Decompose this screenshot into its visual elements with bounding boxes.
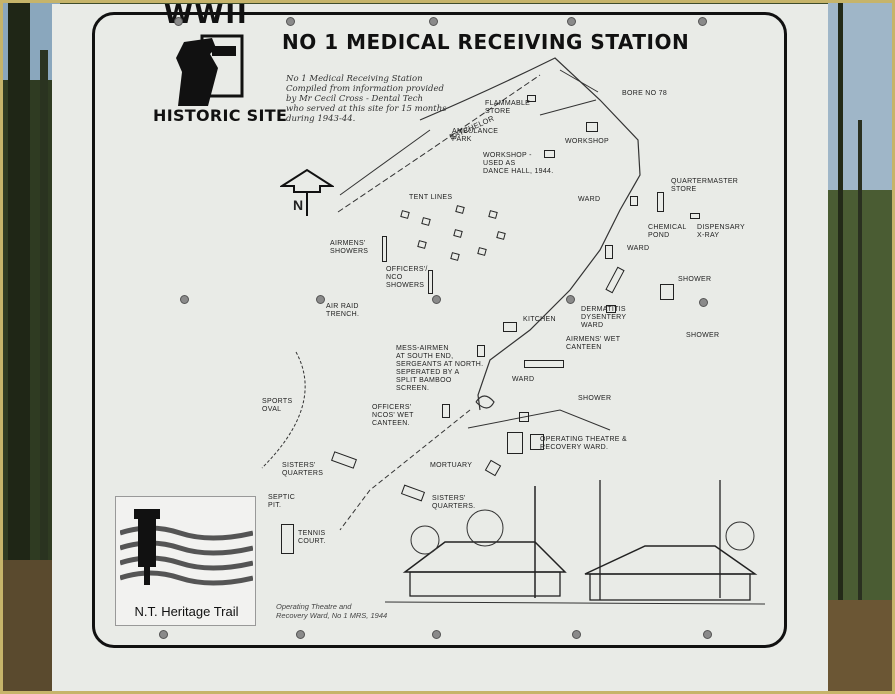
- north-arrow-icon: [280, 168, 334, 216]
- label-tent-lines: TENT LINES: [409, 194, 453, 201]
- building-theatre-3: [530, 434, 544, 450]
- building-flammable-store: [527, 95, 536, 102]
- building-mess: [477, 345, 485, 357]
- label-officers-wet-canteen: OFFICERS' NCOs' WET CANTEEN.: [372, 404, 414, 427]
- label-mortuary: MORTUARY: [430, 462, 473, 469]
- bolt: [286, 17, 295, 26]
- label-sisters-quarters-2: SISTERS' QUARTERS.: [432, 495, 476, 510]
- building-dermatitis-ward: [606, 305, 616, 313]
- building-workshop: [586, 122, 598, 132]
- building-ward-1: [630, 196, 638, 206]
- label-shower-3: SHOWER: [578, 395, 612, 402]
- building-dispensary: [690, 213, 700, 219]
- building-shower-1: [660, 284, 674, 300]
- label-quartermaster-store: QUARTERMASTER STORE: [671, 178, 739, 193]
- label-airmens-showers: AIRMENS' SHOWERS: [330, 240, 369, 255]
- bolt: [180, 295, 189, 304]
- heritage-trail-text: N.T. Heritage Trail: [134, 604, 239, 619]
- label-air-raid-trench: AIR RAID TRENCH.: [326, 303, 360, 318]
- label-dermatitis-ward: DERMATITIS DYSENTERY WARD: [581, 306, 627, 329]
- building-qm-store: [657, 192, 664, 212]
- soldier-silhouette-logo: [176, 34, 244, 106]
- label-dispensary: DISPENSARY X-RAY: [697, 224, 745, 239]
- label-flammable-store: FLAMMABLE STORE: [485, 100, 531, 115]
- building-dance-hall: [544, 150, 555, 158]
- building-tennis-court: [281, 524, 294, 554]
- label-officers-showers: OFFICERS'/ NCO SHOWERS: [386, 266, 428, 289]
- label-chemical-pond: CHEMICAL POND: [648, 224, 687, 239]
- label-shower-1: SHOWER: [678, 276, 712, 283]
- historic-site-label: HISTORIC SITE: [153, 106, 288, 125]
- handwritten-note: No 1 Medical Receiving Station Compiled …: [286, 74, 447, 124]
- label-tennis-court: TENNIS COURT.: [298, 530, 326, 545]
- building-ward-4: [524, 360, 564, 368]
- bolt: [698, 17, 707, 26]
- label-workshop: WORKSHOP: [565, 138, 610, 145]
- sketch-caption: Operating Theatre and Recovery Ward, No …: [276, 602, 388, 620]
- heritage-trail-logo: [120, 509, 253, 586]
- hospital-building-sketch: [385, 480, 765, 605]
- label-dance-hall: WORKSHOP - USED AS DANCE HALL, 1944.: [483, 152, 554, 175]
- building-theatre-1: [519, 412, 529, 422]
- label-shower-2: SHOWER: [686, 332, 720, 339]
- label-ward-1: WARD: [578, 196, 601, 203]
- bolt: [316, 295, 325, 304]
- building-officers-canteen: [442, 404, 450, 418]
- building-officers-showers: [428, 270, 433, 294]
- building-theatre-2: [507, 432, 523, 454]
- sign-border: [92, 12, 787, 648]
- label-sisters-quarters-1: SISTERS' QUARTERS: [282, 462, 324, 477]
- sign-title: NO 1 MEDICAL RECEIVING STATION: [282, 30, 690, 54]
- bolt: [432, 295, 441, 304]
- label-airmens-wet-canteen: AIRMENS' WET CANTEEN: [566, 336, 621, 351]
- heritage-trail-badge: N.T. Heritage Trail: [115, 496, 256, 626]
- label-mess: MESS-AIRMEN AT SOUTH END, SERGEANTS AT N…: [396, 345, 484, 392]
- label-bore: BORE No 78: [622, 90, 668, 97]
- bolt: [159, 630, 168, 639]
- bolt: [703, 630, 712, 639]
- label-ward-2: WARD: [627, 245, 650, 252]
- bolt: [174, 17, 183, 26]
- label-kitchen: KITCHEN: [523, 316, 556, 323]
- bolt: [429, 17, 438, 26]
- building-airmens-showers: [382, 236, 387, 262]
- bolt: [296, 630, 305, 639]
- building-ward-2: [605, 245, 613, 259]
- label-ambulance-park: AMBULANCE PARK: [452, 128, 499, 143]
- bolt: [567, 17, 576, 26]
- bolt: [566, 295, 575, 304]
- building-kitchen: [503, 322, 517, 332]
- bolt: [699, 298, 708, 307]
- bolt: [432, 630, 441, 639]
- bolt: [572, 630, 581, 639]
- north-letter: N: [293, 197, 304, 213]
- label-ward-3: WARD: [512, 376, 535, 383]
- label-sports-oval: SPORTS OVAL: [262, 398, 293, 413]
- label-operating-theatre: OPERATING THEATRE & RECOVERY WARD.: [540, 436, 627, 451]
- label-septic-pit: SEPTIC PIT.: [268, 494, 296, 509]
